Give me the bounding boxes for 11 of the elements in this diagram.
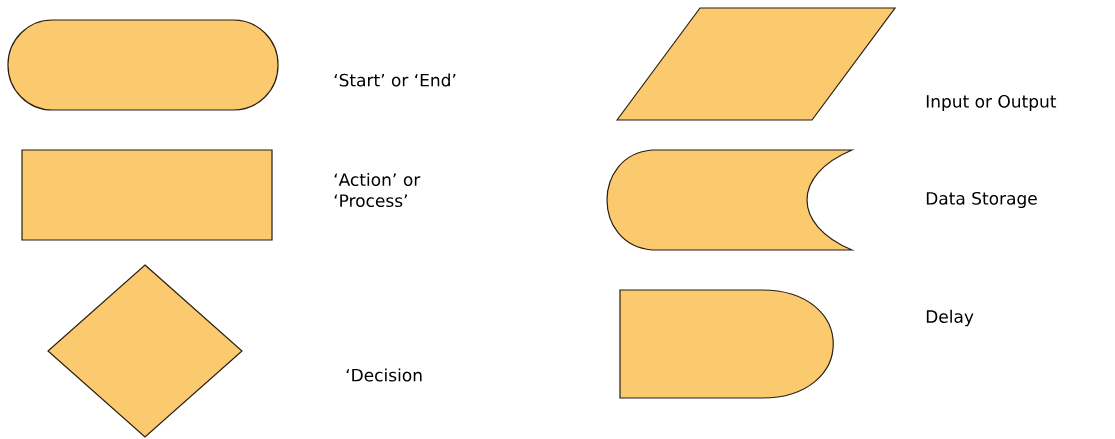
diamond-shape (47, 264, 243, 438)
shape-caption: Input or Output (926, 94, 1057, 112)
shape-caption: ‘Decision (346, 368, 422, 382)
box-shape (21, 149, 273, 241)
shape-caption: ‘Start’ or ‘End’ (334, 73, 456, 87)
shape-caption: Data Storage (926, 191, 1037, 209)
capsule-shape (7, 19, 279, 111)
shape-caption: ‘Action’ or ‘Process’ (334, 172, 421, 208)
storage-shape (606, 149, 853, 251)
shape-caption: Delay (926, 309, 974, 327)
delay-shape (619, 289, 834, 399)
